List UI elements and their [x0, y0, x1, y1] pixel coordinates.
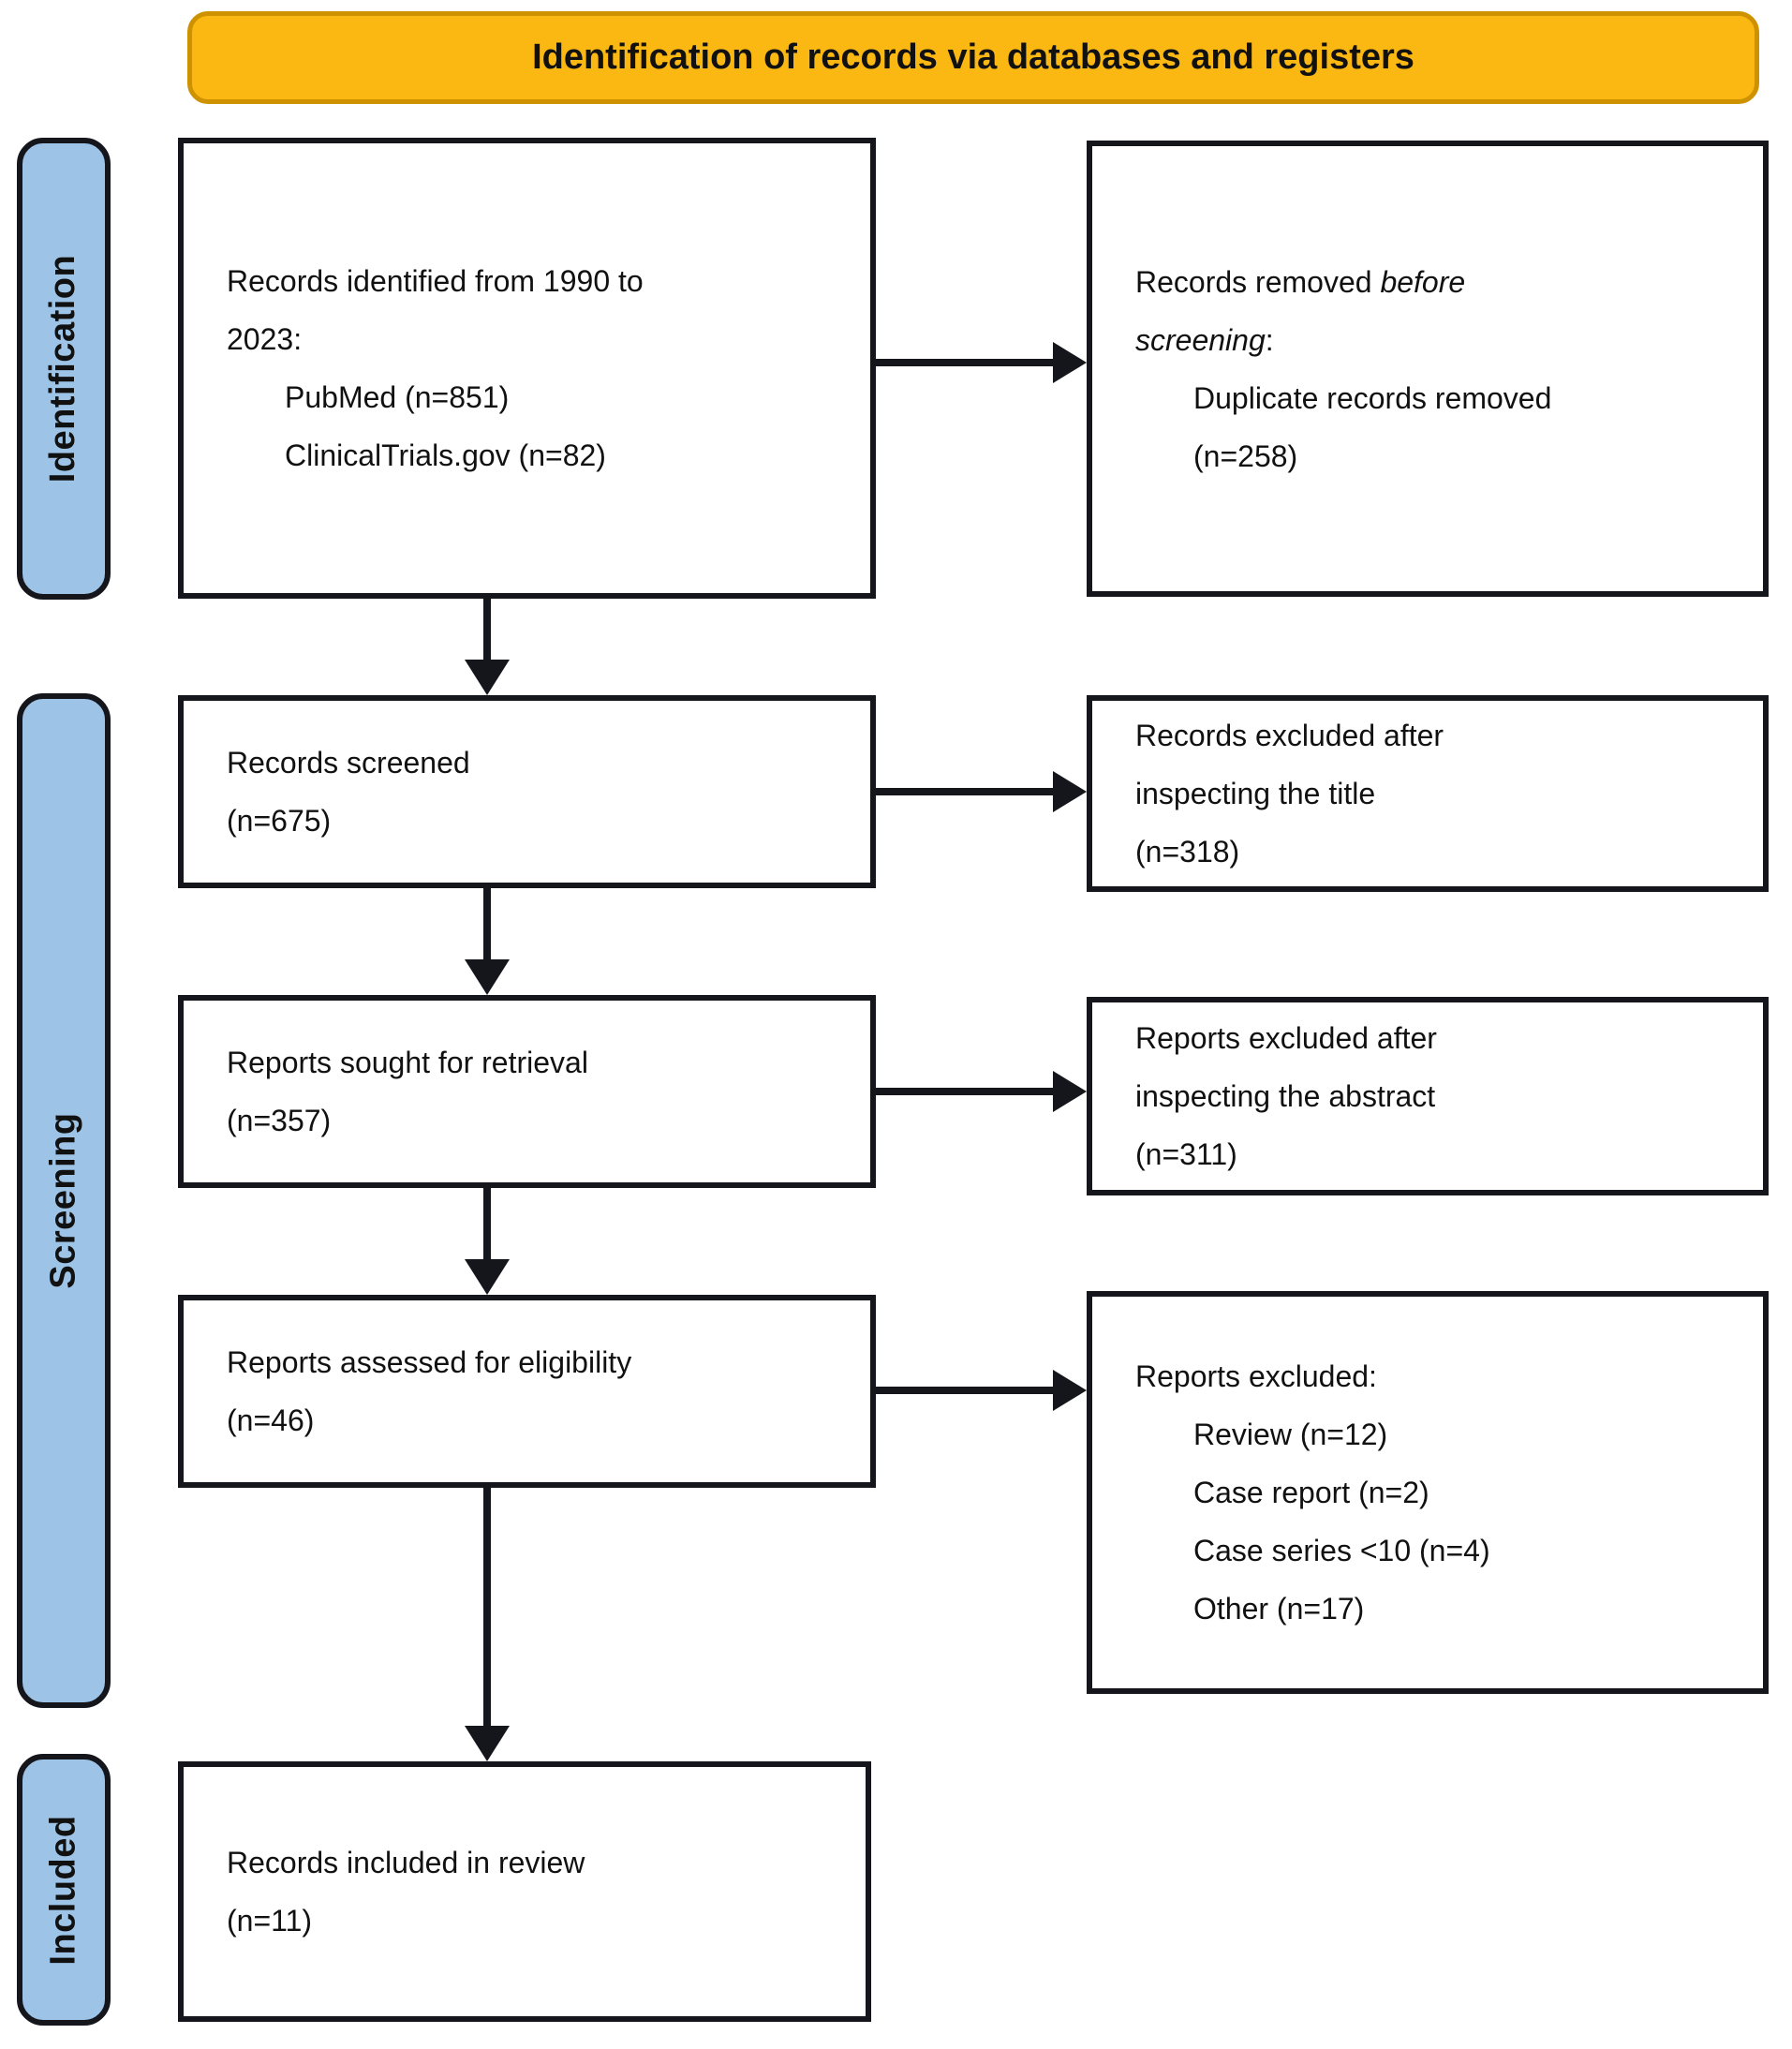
arrowhead-down-icon — [465, 1726, 510, 1761]
arrowhead-right-icon — [1053, 771, 1087, 812]
arrow-shaft — [483, 885, 491, 961]
arrowhead-right-icon — [1053, 1071, 1087, 1112]
text-line: ClinicalTrials.gov (n=82) — [285, 438, 606, 472]
text-line: Records included in review — [227, 1846, 585, 1879]
text-line: 2023: — [227, 322, 303, 356]
text-line: Records excluded after — [1135, 719, 1444, 752]
text-line: (n=258) — [1193, 438, 1298, 473]
arrowhead-down-icon — [465, 660, 510, 695]
text-line: Duplicate records removed — [1193, 380, 1552, 415]
text-line: (n=11) — [227, 1904, 313, 1938]
banner-title-text: Identification of records via databases … — [532, 37, 1414, 77]
text-line: PubMed (n=851) — [285, 380, 510, 414]
text-line: Case report (n=2) — [1193, 1476, 1429, 1509]
arrow-right-sought-to-excluded — [876, 1071, 1087, 1112]
text-line: Reports excluded after — [1135, 1021, 1437, 1055]
box-reports-excluded: Reports excluded: Review (n=12) Case rep… — [1087, 1291, 1769, 1694]
box-reports-sought: Reports sought for retrieval (n=357) — [178, 995, 876, 1188]
text-line: Case series <10 (n=4) — [1193, 1534, 1490, 1567]
stage-label-included-text: Included — [43, 1814, 83, 1966]
arrow-right-screened-to-excluded — [876, 771, 1087, 812]
arrow-down-assessed-to-included — [465, 1485, 510, 1761]
text-line: (n=357) — [227, 1104, 332, 1137]
text-line: Records removed before — [1135, 253, 1750, 311]
text-line: Review (n=12) — [1193, 1418, 1388, 1451]
text-line: Reports sought for retrieval — [227, 1046, 588, 1079]
box-records-included: Records included in review (n=11) — [178, 1761, 871, 2022]
text-segment-italic: screening — [1135, 322, 1266, 357]
box-reports-excluded-abstract: Reports excluded after inspecting the ab… — [1087, 997, 1769, 1195]
arrow-shaft — [483, 596, 491, 661]
stage-label-identification: Identification — [17, 138, 111, 600]
stage-label-screening: Screening — [17, 693, 111, 1708]
arrow-right-assessed-to-excluded — [876, 1370, 1087, 1411]
arrow-shaft — [876, 359, 1056, 366]
text-line: inspecting the title — [1135, 777, 1376, 810]
text-line: (n=46) — [227, 1403, 315, 1437]
banner-title: Identification of records via databases … — [187, 11, 1759, 104]
text-line: Other (n=17) — [1193, 1592, 1365, 1626]
arrow-down-sought-to-assessed — [465, 1185, 510, 1295]
text-line: (n=318) — [1135, 835, 1240, 869]
text-line: Reports assessed for eligibility — [227, 1345, 632, 1379]
box-reports-assessed: Reports assessed for eligibility (n=46) — [178, 1295, 876, 1488]
text-segment: : — [1265, 322, 1274, 357]
stage-label-screening-text: Screening — [43, 1112, 83, 1289]
box-records-removed: Records removed before screening: Duplic… — [1087, 141, 1769, 597]
arrow-shaft — [876, 788, 1056, 795]
arrow-shaft — [483, 1485, 491, 1728]
arrow-shaft — [483, 1185, 491, 1261]
text-line: Records identified from 1990 to — [227, 264, 644, 298]
stage-label-included: Included — [17, 1754, 111, 2026]
text-segment-italic: before — [1380, 264, 1466, 299]
stage-label-identification-text: Identification — [43, 254, 83, 483]
text-line: (n=675) — [227, 804, 332, 838]
box-records-screened: Records screened (n=675) — [178, 695, 876, 888]
arrowhead-down-icon — [465, 959, 510, 995]
arrow-down-screened-to-sought — [465, 885, 510, 995]
arrow-down-identified-to-screened — [465, 596, 510, 695]
text-line: (n=311) — [1135, 1137, 1237, 1171]
box-records-excluded-title: Records excluded after inspecting the ti… — [1087, 695, 1769, 892]
text-line: Records screened — [227, 746, 470, 780]
box-records-identified: Records identified from 1990 to 2023: Pu… — [178, 138, 876, 599]
text-line: Reports excluded: — [1135, 1359, 1377, 1393]
arrowhead-right-icon — [1053, 1370, 1087, 1411]
arrow-right-identified-to-removed — [876, 342, 1087, 383]
text-segment: Records removed — [1135, 264, 1381, 299]
arrow-shaft — [876, 1088, 1056, 1095]
arrow-shaft — [876, 1387, 1056, 1394]
arrowhead-down-icon — [465, 1259, 510, 1295]
arrowhead-right-icon — [1053, 342, 1087, 383]
text-line: inspecting the abstract — [1135, 1079, 1436, 1113]
text-line: screening: — [1135, 311, 1750, 369]
